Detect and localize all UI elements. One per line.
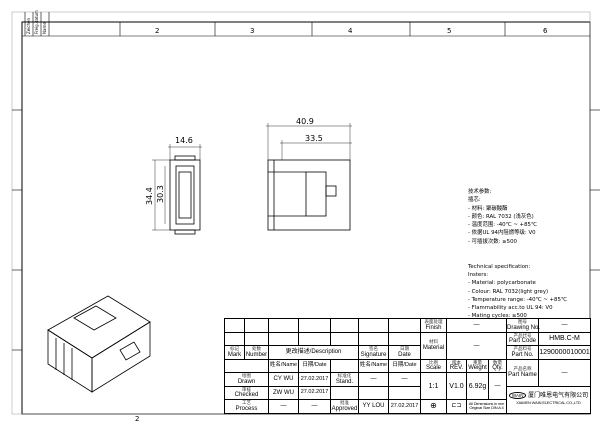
name-header: 姓名/Name [268, 358, 299, 373]
part-no-value: 1290000010001 [538, 345, 592, 360]
spec-line: - Material: polycarbonate [468, 280, 536, 287]
grid-col-label: 4 [348, 27, 353, 35]
stand-name: — [358, 372, 389, 387]
spec-line: - 依据UL 94内阻燃等级: V0 [468, 230, 536, 237]
rev-value: V1.0 [446, 372, 467, 400]
stand-date: — [388, 372, 421, 387]
material-value: — [445, 331, 508, 360]
process-name: — [268, 399, 299, 414]
dimension-length-outer: 40.9 [296, 117, 314, 126]
scale-value: 1:1 [420, 372, 447, 400]
revision-label: Zeichen [26, 17, 31, 34]
drawing-no-value: — [538, 318, 592, 333]
name-header: 姓名/Name [358, 358, 389, 373]
spec-line: - 材料: 聚碳酸酯 [468, 205, 508, 212]
weight-value: 6.92g [466, 372, 489, 400]
dimension-length-inner: 33.5 [305, 134, 323, 143]
isometric-view [47, 295, 151, 393]
drawn-name: CY WU [268, 372, 299, 387]
spec-line: - 可插拔次数: ≥500 [468, 238, 517, 245]
projection-cone-icon: ⊏⊐ [446, 399, 467, 414]
company-logo: WAIN [508, 392, 527, 400]
spec-line: 插芯: [468, 197, 481, 204]
spec-line: - 温度范围: -40℃ ~ +85℃ [468, 222, 537, 229]
process-date: — [298, 399, 331, 414]
checked-date: 27.02.2017 [298, 385, 331, 400]
company-name-cn: 厦门唯恩电气有限公司 [528, 393, 589, 400]
dimension-width: 14.6 [175, 136, 193, 145]
grid-col-label: 6 [543, 27, 548, 35]
grid-col-label: 2 [135, 415, 139, 423]
description-header: 更改描述/Description [268, 345, 359, 360]
approved-name: YY LOU [358, 399, 389, 414]
front-view [266, 123, 352, 231]
grid-col-label: 2 [155, 27, 159, 35]
part-name-value: — [538, 358, 592, 387]
drawn-date: 27.02.2017 [298, 372, 331, 387]
grid-col-label: 3 [250, 27, 254, 35]
spec-line: 技术参数: [468, 189, 492, 195]
spec-line: Technical specification: [468, 263, 531, 270]
checked-name: ZW WU [268, 385, 299, 400]
revision-label: Freig.datum [34, 10, 39, 34]
dimension-height-inner: 30.3 [156, 185, 165, 203]
projection-symbol-icon: ⊕ [420, 399, 447, 414]
side-view [152, 144, 202, 235]
spec-line: - Mating cycles: ≥500 [468, 313, 527, 320]
grid-col-label: 5 [447, 27, 451, 35]
date-header: 日期/Date [388, 358, 421, 373]
outer-frame [11, 11, 591, 415]
part-code-value: HMB.C-M [538, 331, 592, 346]
dimension-height-outer: 34.4 [145, 187, 154, 205]
spec-line: - Colour: RAL 7032(light grey) [468, 288, 549, 295]
spec-line: - Flammability acc.to UL 94: V0 [468, 305, 553, 312]
company-name-en: XIAMEN WAIN ELECTRICAL CO.,LTD [516, 400, 581, 406]
revision-label: Name [42, 22, 47, 34]
spec-line: Insters: [468, 271, 489, 278]
technical-spec: 技术参数: 插芯:- 材料: 聚碳酸酯- 颜色: RAL 7032 (浅灰色) - … [468, 188, 567, 321]
spec-line: - Temperature range: -40℃ ~ +85℃ [468, 296, 567, 303]
revision-block [22, 12, 590, 37]
finish-value: — [445, 318, 508, 333]
approved-date: 27.02.2017 [388, 399, 421, 414]
date-header: 日期/Date [298, 358, 331, 373]
qty-value: — [487, 372, 508, 400]
spec-line: - 颜色: RAL 7032 (浅灰色) [468, 213, 534, 220]
